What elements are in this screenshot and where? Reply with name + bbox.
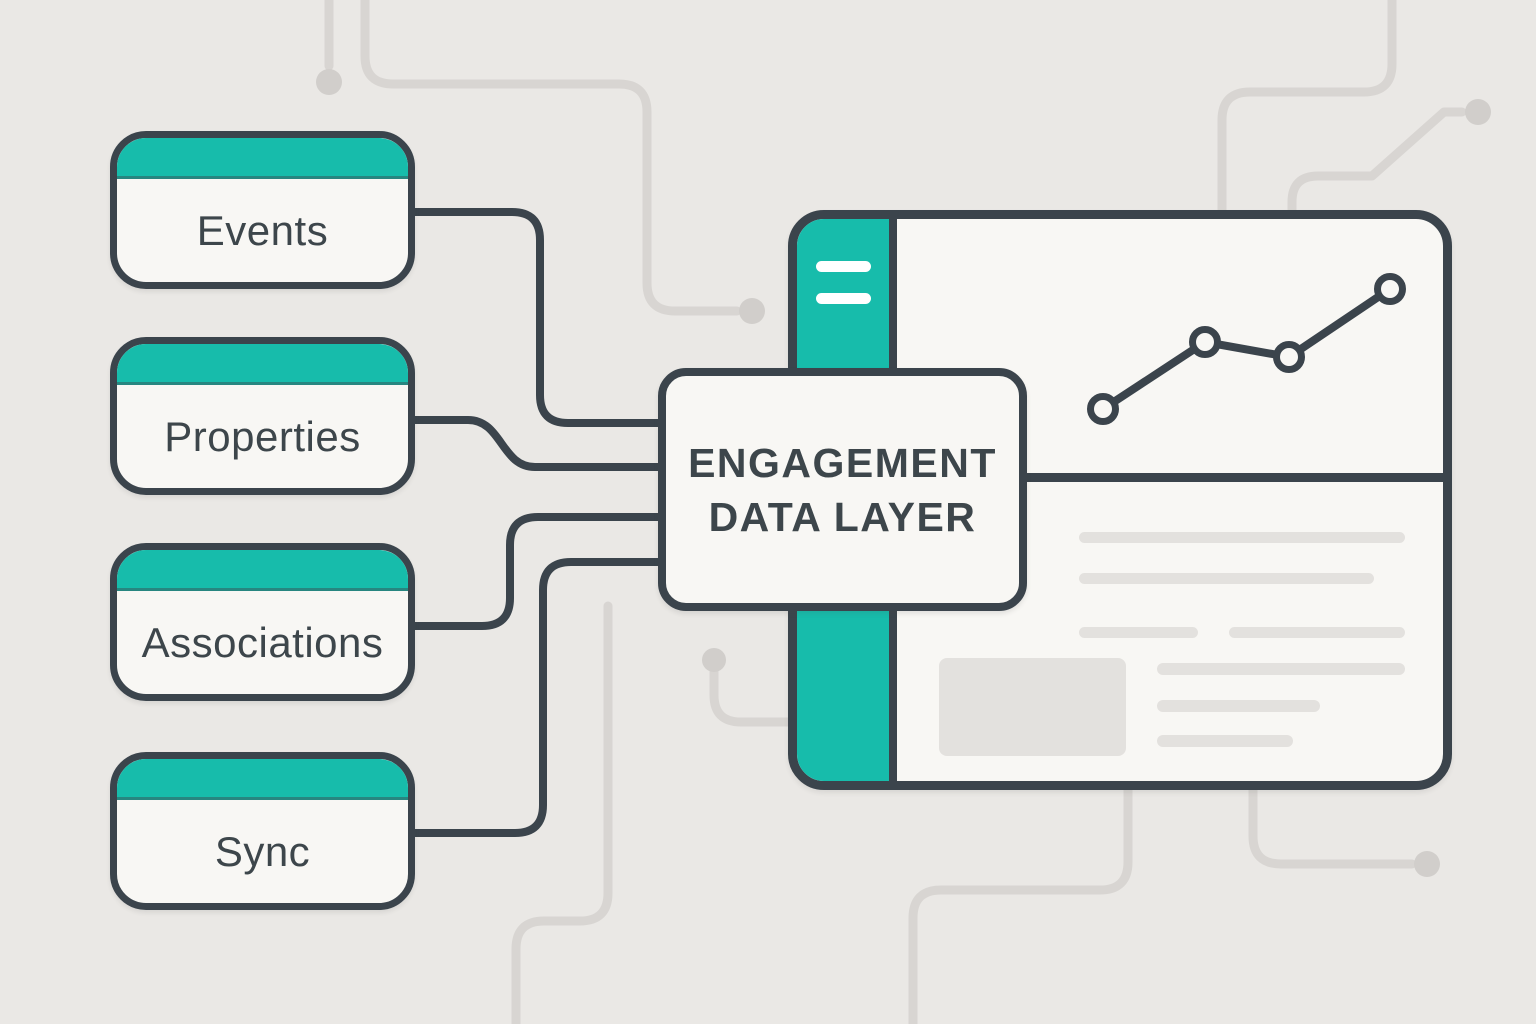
circuit-line-top-right-diagonal <box>1287 107 1467 220</box>
node-card-header <box>117 344 408 385</box>
circuit-node-dot <box>1465 99 1491 125</box>
text-line-placeholder <box>1079 573 1374 584</box>
node-card-properties: Properties <box>110 337 415 495</box>
hub-card: ENGAGEMENT DATA LAYER <box>658 368 1027 611</box>
connector-associations <box>412 513 662 630</box>
circuit-line-top-right <box>1217 0 1397 220</box>
menu-bar <box>816 261 871 272</box>
chart-point <box>1087 393 1119 425</box>
node-card-header <box>117 759 408 800</box>
hub-title-line-2: DATA LAYER <box>708 493 977 540</box>
connector-events <box>412 208 662 427</box>
circuit-node-dot <box>1414 851 1440 877</box>
node-card-header <box>117 138 408 179</box>
node-label-events: Events <box>196 206 329 254</box>
circuit-line-bottom-left-of-browser <box>908 781 1133 1024</box>
node-label-associations: Associations <box>141 618 384 666</box>
node-card-associations: Associations <box>110 543 415 701</box>
circuit-node-dot <box>316 69 342 95</box>
image-placeholder <box>939 658 1126 756</box>
circuit-line-below-hub <box>511 601 613 1024</box>
text-line-placeholder <box>1079 627 1198 638</box>
text-line-placeholder <box>1157 735 1293 747</box>
node-label-sync: Sync <box>214 827 311 875</box>
text-line-placeholder <box>1157 663 1405 675</box>
node-card-events: Events <box>110 131 415 289</box>
text-line-placeholder <box>1157 700 1320 712</box>
circuit-line-bottom-right-of-browser <box>1248 781 1417 869</box>
browser-content-panel <box>897 482 1443 781</box>
chart-point <box>1273 341 1305 373</box>
node-label-properties: Properties <box>164 412 361 460</box>
node-card-sync: Sync <box>110 752 415 910</box>
chart-line <box>1100 285 1393 413</box>
menu-bar <box>816 293 871 304</box>
browser-chart-panel <box>897 219 1443 473</box>
circuit-line-left-of-browser <box>709 667 800 727</box>
menu-icon <box>816 261 871 304</box>
chart-point <box>1189 326 1221 358</box>
connector-properties <box>412 416 662 471</box>
node-card-header <box>117 550 408 591</box>
text-line-placeholder <box>1229 627 1405 638</box>
hub-title-line-1: ENGAGEMENT <box>688 439 997 486</box>
circuit-line-top-left <box>360 0 742 316</box>
circuit-node-dot <box>702 648 726 672</box>
circuit-node-dot <box>739 298 765 324</box>
chart-point <box>1374 273 1406 305</box>
text-line-placeholder <box>1079 532 1405 543</box>
mini-line-chart <box>1087 273 1406 425</box>
connector-sync <box>412 558 662 837</box>
